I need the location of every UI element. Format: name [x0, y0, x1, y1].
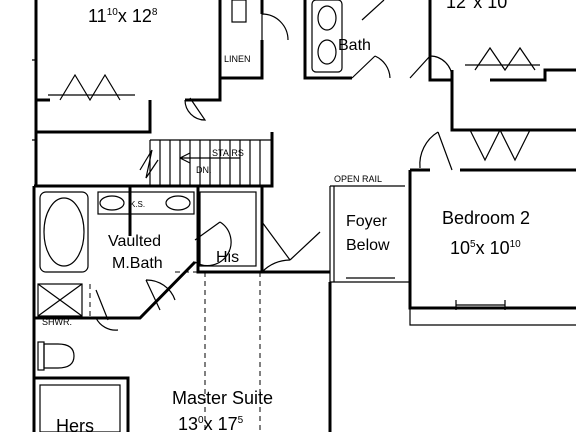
below-label: Below	[346, 237, 390, 254]
walls	[32, 0, 576, 432]
bath-label: Bath	[338, 37, 371, 54]
bedroom2-label: Bedroom 2	[442, 208, 530, 228]
master-suite-dims: 130x 175	[178, 414, 244, 432]
ks-label: K.S.	[130, 200, 145, 209]
stairs-dn-label: DN.	[196, 165, 212, 175]
fixtures	[32, 0, 506, 432]
master-suite-label: Master Suite	[172, 388, 273, 408]
bedroom-top-left-dims: 1110x 128	[88, 6, 158, 26]
vaulted-label: Vaulted	[108, 233, 161, 250]
foyer-label: Foyer	[346, 213, 388, 230]
bedroom-top-right-dims: 12°x 10	[446, 0, 507, 12]
hers-label: Hers	[56, 416, 94, 432]
bedroom2-dims: 105x 1010	[450, 238, 521, 258]
open-rail-label: OPEN RAIL	[334, 174, 382, 184]
dashed-lines	[89, 271, 330, 432]
stairs-treads	[139, 139, 272, 186]
mbath-label: M.Bath	[112, 255, 163, 272]
outside-edge	[409, 308, 576, 326]
shwr-label: SHWR.	[42, 317, 72, 327]
bifold-doors	[48, 46, 540, 162]
stairs-label: STAIRS	[212, 148, 244, 158]
doors	[95, 0, 453, 331]
his-label: His	[216, 249, 239, 266]
linen-label: LINEN	[224, 54, 251, 64]
